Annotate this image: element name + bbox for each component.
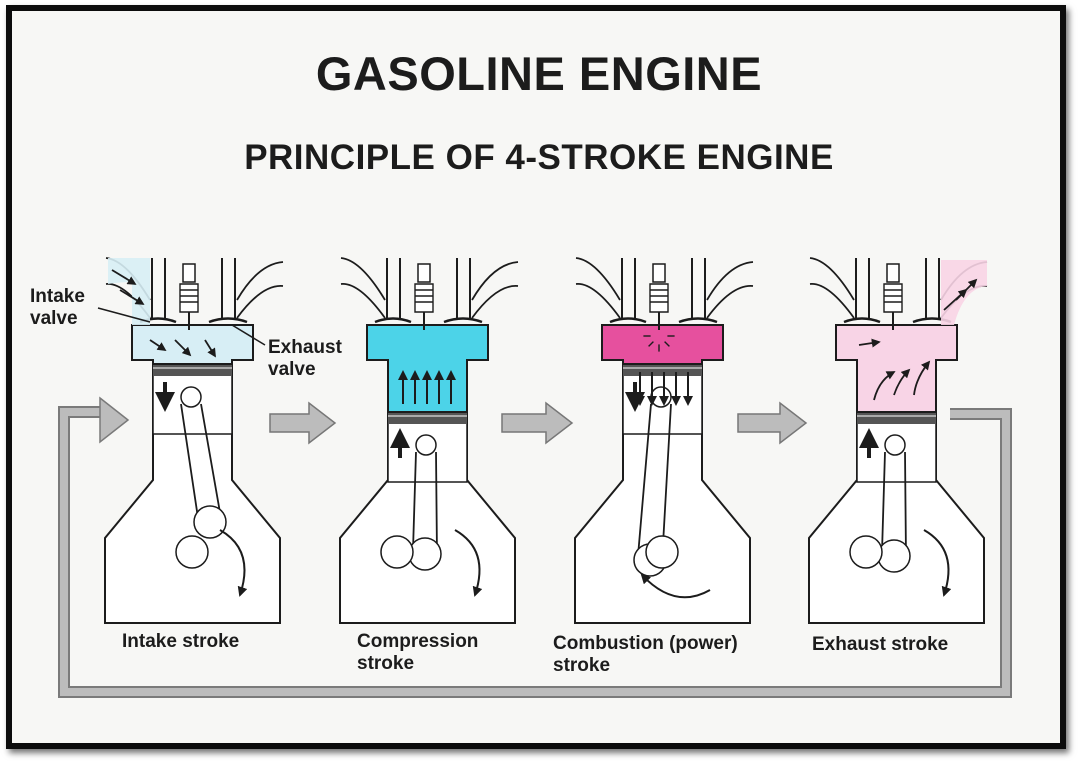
valve-heads <box>843 317 952 324</box>
connecting-rod <box>881 451 907 559</box>
page-subtitle: PRINCIPLE OF 4-STROKE ENGINE <box>244 138 834 177</box>
intake-valve-stem <box>621 258 636 320</box>
combustion-chamber <box>601 324 724 365</box>
valve-heads <box>609 317 718 324</box>
exhaust-flow-arrow <box>893 368 911 396</box>
piston-rings <box>623 364 702 376</box>
wrist-pin <box>884 434 906 456</box>
stroke-transition-arrow <box>501 401 574 445</box>
valve-heads <box>374 317 483 324</box>
exhaust-port <box>706 261 754 319</box>
crankshaft <box>380 535 414 569</box>
stroke-panel-intake <box>104 257 284 624</box>
intake-flow-arrow <box>149 339 167 351</box>
spark-burst <box>648 341 654 347</box>
exhaust-valve-label-line-2: valve <box>268 359 316 380</box>
stroke-transition-arrow <box>737 401 808 445</box>
connecting-rod <box>180 403 223 525</box>
exhaust-valve-label-line-1: Exhaust <box>268 337 342 358</box>
crank-rotation-arrow <box>640 573 711 599</box>
spark-plug-top <box>652 263 666 283</box>
connecting-rod <box>412 451 438 557</box>
stroke-caption-combustion: Combustion (power) stroke <box>553 633 738 677</box>
exhaust-port <box>236 261 284 319</box>
piston-rings <box>388 412 467 424</box>
intake-port <box>340 257 386 319</box>
cycle-return-loop <box>60 408 1010 696</box>
crankcase <box>104 430 281 624</box>
intake-valve-label-line-2: valve <box>30 308 78 329</box>
intake-valve-label: Intake valve <box>30 286 85 330</box>
crankshaft <box>645 535 679 569</box>
page-title: GASOLINE ENGINE <box>315 47 763 100</box>
stroke-caption-line: Exhaust stroke <box>812 634 949 655</box>
exhaust-valve-leader <box>231 324 266 346</box>
exhaust-valve-stem <box>925 258 940 320</box>
piston-rings <box>153 364 232 376</box>
stroke-caption-line: Intake stroke <box>122 631 240 652</box>
stroke-caption-compression: Compression stroke <box>357 631 478 675</box>
spark-plug-top <box>417 263 431 283</box>
wrist-pin <box>415 434 437 456</box>
wrist-pin <box>180 386 202 408</box>
spark-plug-top <box>182 263 196 283</box>
exhaust-flow-arrow <box>955 278 978 301</box>
exhaust-flow-arrow <box>858 338 881 348</box>
exhaust-valve-stem <box>456 258 471 320</box>
crankcase <box>574 430 751 624</box>
crankcase <box>339 430 516 624</box>
intake-valve-stem <box>386 258 401 320</box>
spark-burst <box>664 341 670 347</box>
intake-port <box>575 257 621 319</box>
stroke-caption-intake: Intake stroke <box>122 631 239 653</box>
combustion-chamber <box>366 324 489 413</box>
stroke-transition-arrow <box>269 401 337 445</box>
crank-rotation-arrow <box>219 529 248 597</box>
stroke-panel-compression <box>339 257 519 624</box>
stroke-panel-exhaust <box>808 257 988 624</box>
stroke-caption-line: stroke <box>553 655 611 676</box>
intake-gas <box>108 258 150 325</box>
crank-rotation-arrow <box>454 529 483 597</box>
combustion-chamber <box>131 324 254 365</box>
intake-valve-stem <box>151 258 166 320</box>
crank-pin <box>877 539 911 573</box>
intake-port <box>809 257 855 319</box>
intake-valve-label-line-1: Intake <box>30 286 85 307</box>
spark-plug-top <box>886 263 900 283</box>
spark-plug-body <box>649 283 669 313</box>
exhaust-valve-stem <box>221 258 236 320</box>
crankshaft <box>175 535 209 569</box>
crankcase <box>808 430 985 624</box>
crank-pin <box>193 505 227 539</box>
stroke-panel-combustion <box>574 257 754 624</box>
valve-heads <box>139 317 248 324</box>
crankshaft <box>849 535 883 569</box>
exhaust-flow-arrow <box>913 360 931 396</box>
exhaust-valve-stem <box>691 258 706 320</box>
spark-plug-body <box>883 283 903 313</box>
exhaust-port <box>471 261 519 319</box>
piston-rings <box>857 412 936 424</box>
exhaust-flow-arrow <box>873 371 896 401</box>
intake-flow-arrow <box>204 339 216 358</box>
intake-flow-arrow <box>111 269 137 285</box>
combustion-chamber <box>835 324 958 413</box>
intake-flow-arrow <box>119 289 145 305</box>
intake-flow-arrow <box>174 339 192 357</box>
intake-valve-leader <box>97 307 151 323</box>
stroke-caption-line: stroke <box>357 653 415 674</box>
spark-plug-body <box>179 283 199 313</box>
crank-pin <box>408 537 442 571</box>
exhaust-valve-label: Exhaust valve <box>268 337 342 381</box>
stroke-caption-line: Compression <box>357 631 479 652</box>
spark-plug-body <box>414 283 434 313</box>
wrist-pin <box>650 386 672 408</box>
cycle-return-arrowhead <box>99 396 130 444</box>
intake-valve-stem <box>855 258 870 320</box>
crank-rotation-arrow <box>923 529 952 597</box>
stroke-caption-line: Combustion (power) <box>553 633 738 654</box>
stroke-caption-exhaust: Exhaust stroke <box>812 634 948 656</box>
